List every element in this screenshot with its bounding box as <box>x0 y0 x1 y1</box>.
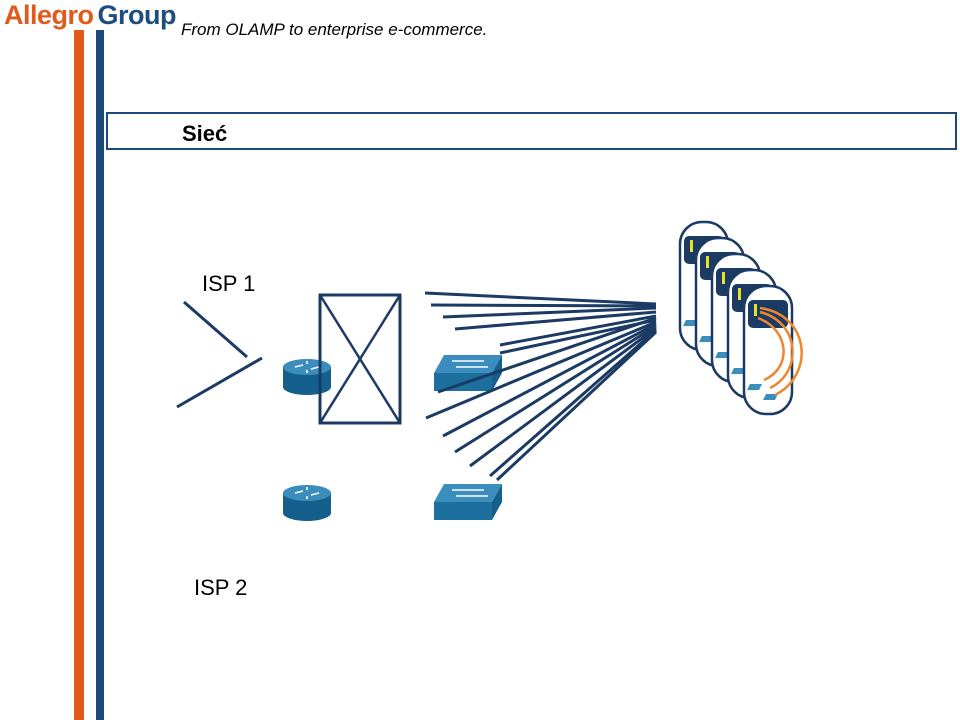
blue-side-bar <box>96 30 104 720</box>
logo-word-allegro: Allegro <box>4 0 94 30</box>
presentation-subtitle: From OLAMP to enterprise e-commerce. <box>181 20 488 39</box>
orange-side-bar <box>74 30 84 720</box>
server-rack-group <box>678 220 803 416</box>
isp-links <box>176 300 263 409</box>
firewall-icon <box>318 293 402 425</box>
slide-title-box: Sieć <box>106 112 957 150</box>
logo-word-group: Group <box>97 0 177 30</box>
router-icon <box>283 359 331 395</box>
isp1-label: ISP 1 <box>202 271 256 296</box>
switch-icon <box>434 484 502 520</box>
patch-cables <box>757 306 803 397</box>
router-icon <box>283 485 331 521</box>
network-links <box>424 291 658 482</box>
slide-title: Sieć <box>182 121 228 146</box>
isp2-label: ISP 2 <box>194 575 248 600</box>
